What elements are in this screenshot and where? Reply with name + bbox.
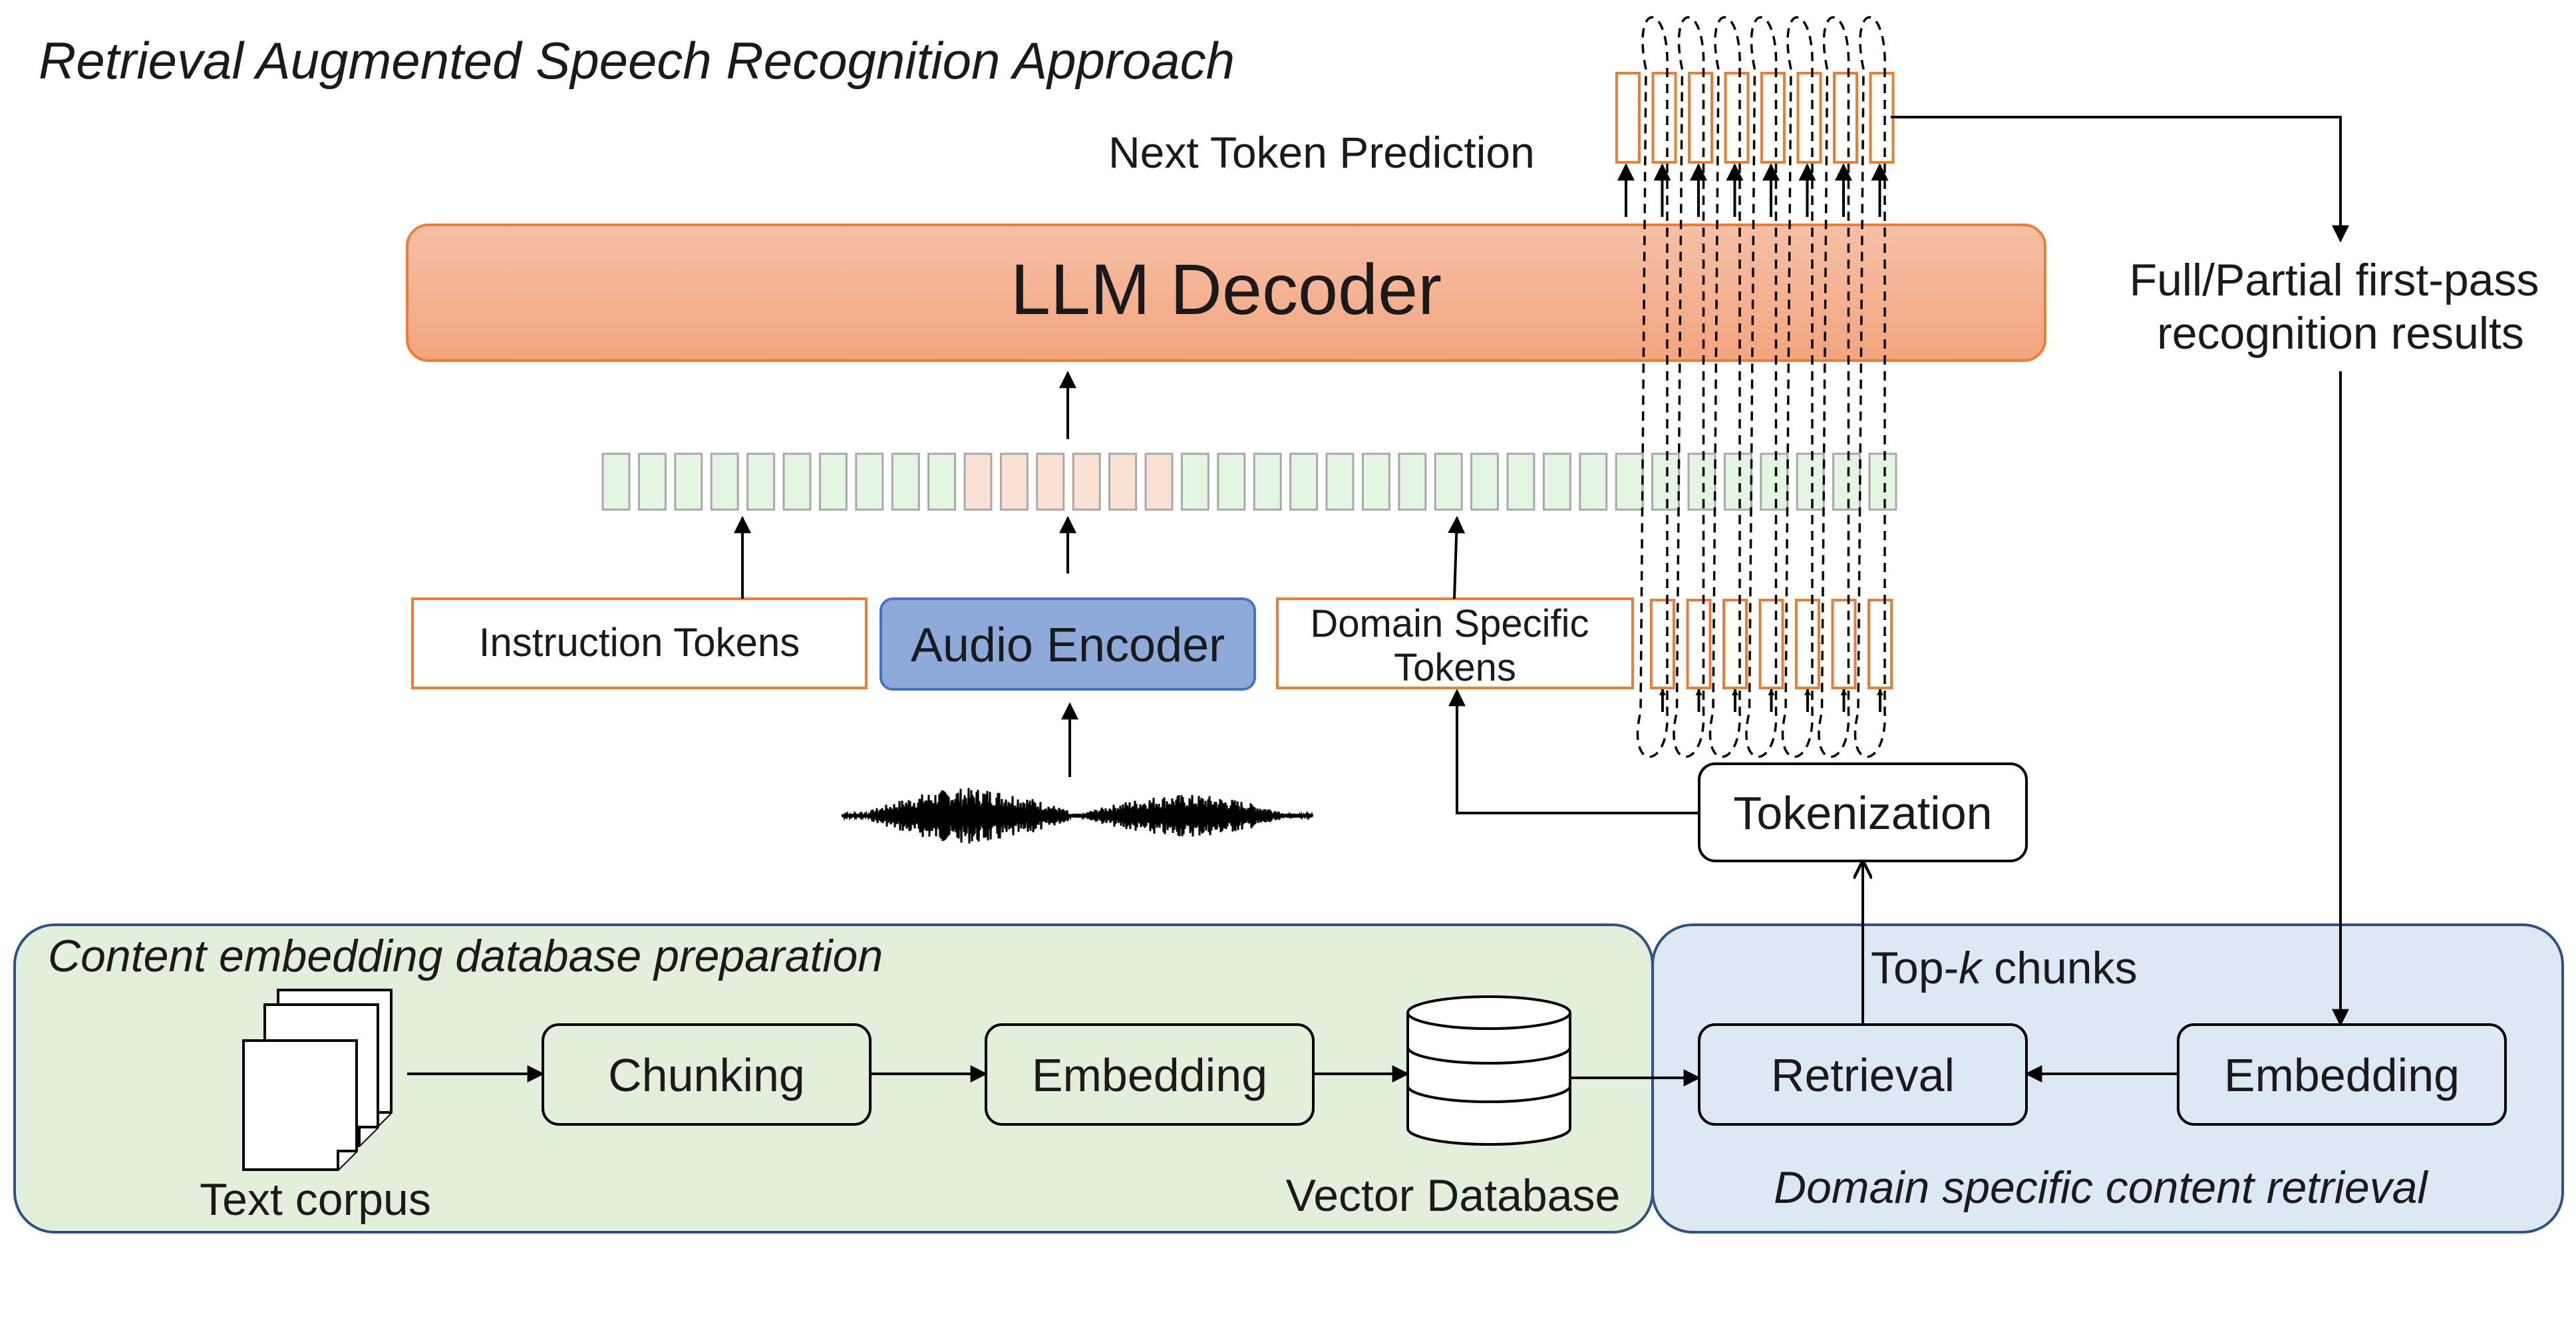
vector-database-label: Vector Database bbox=[1286, 1170, 1621, 1221]
retrieval-panel-title: Domain specific content retrieval bbox=[1774, 1162, 2429, 1213]
next-token-arrows bbox=[1617, 163, 1889, 217]
instruction-token bbox=[637, 452, 667, 511]
feedback-loop bbox=[1636, 16, 1669, 758]
feedback-loop bbox=[1708, 16, 1741, 758]
domain-token bbox=[1434, 452, 1463, 511]
domain-token bbox=[1832, 452, 1861, 511]
audio-encoder-box bbox=[880, 597, 1256, 691]
output-token bbox=[1724, 72, 1750, 164]
feedback-loop bbox=[1673, 16, 1705, 758]
prep-embedding-label: Embedding bbox=[1032, 1049, 1267, 1101]
output-token bbox=[1833, 72, 1858, 164]
output-token bbox=[1651, 72, 1677, 164]
instruction-token bbox=[601, 452, 631, 511]
domain-token bbox=[1253, 452, 1282, 511]
domain-token bbox=[1615, 452, 1644, 511]
instruction-token bbox=[710, 452, 739, 511]
prep-panel-title: Content embedding database preparation bbox=[48, 931, 883, 981]
text-corpus-label: Text corpus bbox=[200, 1174, 431, 1225]
output-token bbox=[1869, 72, 1895, 164]
document-stack-icon bbox=[242, 989, 393, 1171]
audio-waveform bbox=[841, 788, 1314, 844]
audio-encoder-label: Audio Encoder bbox=[911, 619, 1225, 672]
domain-specific-tokens-label: Domain Specific Tokens bbox=[1310, 602, 1599, 689]
instruction-token bbox=[927, 452, 957, 511]
instruction-token bbox=[855, 452, 884, 511]
audio-token bbox=[1036, 452, 1065, 511]
chunking-label: Chunking bbox=[608, 1049, 805, 1101]
output-token bbox=[1796, 72, 1822, 164]
audio-token bbox=[1144, 452, 1174, 511]
top-k-chunks-label: Top-k chunks bbox=[1871, 943, 2138, 993]
domain-input-token bbox=[1650, 599, 1675, 689]
domain-token bbox=[1723, 452, 1752, 511]
tokenization-label: Tokenization bbox=[1733, 787, 1992, 839]
diagram-title: Retrieval Augmented Speech Recognition A… bbox=[39, 31, 1235, 90]
instruction-tokens-box bbox=[411, 597, 868, 689]
output-token bbox=[1688, 72, 1713, 164]
domain-token bbox=[1796, 452, 1825, 511]
domain-input-token bbox=[1722, 599, 1748, 689]
autoregressive-feedback-loops bbox=[1636, 16, 1886, 758]
domain-token bbox=[1289, 452, 1319, 511]
domain-input-token bbox=[1758, 599, 1784, 689]
domain-token bbox=[1217, 452, 1246, 511]
audio-token bbox=[999, 452, 1029, 511]
domain-token bbox=[1470, 452, 1500, 511]
feedback-loop bbox=[1818, 16, 1850, 758]
next-token-outputs bbox=[1615, 72, 1895, 164]
instruction-token bbox=[782, 452, 812, 511]
domain-token bbox=[1651, 452, 1681, 511]
domain-input-token bbox=[1831, 599, 1857, 689]
domain-token bbox=[1868, 452, 1897, 511]
pipeline-arrows bbox=[407, 1065, 2178, 1086]
domain-token bbox=[1542, 452, 1571, 511]
vector-database-icon bbox=[1406, 995, 1571, 1146]
audio-token bbox=[963, 452, 993, 511]
next-token-prediction-label: Next Token Prediction bbox=[1108, 128, 1535, 177]
domain-token bbox=[1361, 452, 1390, 511]
feedback-loop bbox=[1781, 16, 1814, 758]
feedback-loop bbox=[1745, 16, 1778, 758]
audio-token bbox=[1072, 452, 1101, 511]
input-arrows bbox=[734, 371, 1466, 777]
instruction-tokens-label: Instruction Tokens bbox=[479, 620, 800, 665]
output-token bbox=[1615, 72, 1641, 164]
domain-input-tokens bbox=[1650, 599, 1893, 712]
llm-decoder-label: LLM Decoder bbox=[1011, 249, 1442, 329]
output-to-first-pass-arrow bbox=[1891, 116, 2349, 243]
tokenization-to-domain-arrow bbox=[1448, 689, 1699, 814]
domain-token bbox=[1180, 452, 1209, 511]
output-token bbox=[1760, 72, 1786, 164]
domain-token bbox=[1398, 452, 1427, 511]
first-pass-results-label: Full/Partial first-pass recognition resu… bbox=[2130, 255, 2552, 359]
instruction-token bbox=[891, 452, 920, 511]
feedback-loop bbox=[1853, 16, 1886, 758]
retrieval-embedding-label: Embedding bbox=[2224, 1049, 2460, 1101]
llm-decoder-box bbox=[406, 224, 2046, 362]
instruction-token bbox=[818, 452, 848, 511]
domain-token bbox=[1325, 452, 1355, 511]
domain-token bbox=[1506, 452, 1535, 511]
instruction-token bbox=[674, 452, 703, 511]
domain-input-token bbox=[1867, 599, 1893, 689]
retrieval-label: Retrieval bbox=[1771, 1049, 1955, 1101]
domain-input-token bbox=[1795, 599, 1820, 689]
domain-input-token bbox=[1686, 599, 1712, 689]
domain-token bbox=[1579, 452, 1608, 511]
domain-token bbox=[1760, 452, 1789, 511]
domain-specific-tokens-box bbox=[1276, 597, 1634, 689]
instruction-token bbox=[746, 452, 776, 511]
audio-token bbox=[1108, 452, 1138, 511]
domain-token bbox=[1687, 452, 1716, 511]
decoder-input-tokens bbox=[601, 452, 1897, 511]
